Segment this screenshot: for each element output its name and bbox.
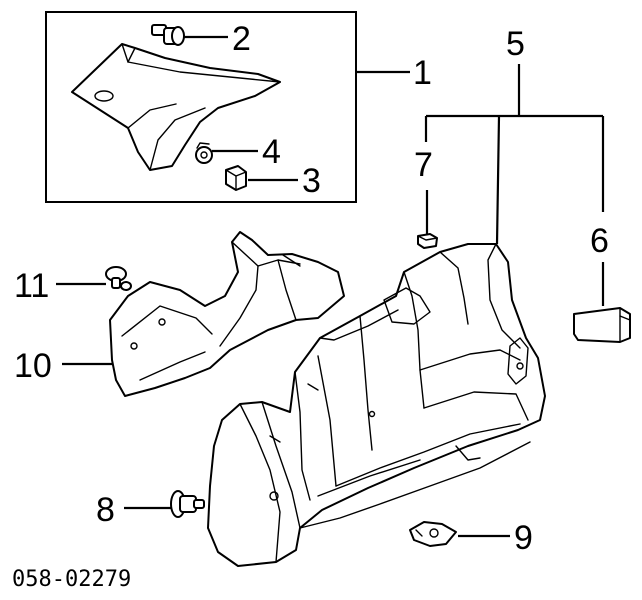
callout-1: 1	[413, 54, 432, 92]
part-6-lamp-lens	[573, 307, 631, 343]
drawing-code: 058-02279	[12, 567, 131, 592]
inset-box	[45, 11, 357, 203]
main-trunk-side-trim	[207, 243, 546, 567]
part-3-bracket	[225, 165, 247, 191]
part-11-clip	[105, 266, 132, 291]
callout-4: 4	[262, 133, 281, 171]
callout-5: 5	[506, 25, 525, 63]
part-10-quarter-trim	[109, 231, 345, 397]
callout-10: 10	[14, 347, 52, 385]
callout-9: 9	[514, 519, 533, 557]
callout-5-leaders	[424, 64, 605, 245]
callout-7: 7	[414, 146, 433, 184]
part-9-clip	[409, 521, 457, 547]
callout-11: 11	[14, 267, 49, 305]
part-1-upper-trim	[71, 43, 281, 171]
callout-3: 3	[302, 162, 321, 200]
part-4-nut	[195, 142, 213, 164]
callout-6: 6	[590, 222, 609, 260]
callout-8: 8	[96, 491, 115, 529]
part-8-clip	[170, 490, 205, 518]
callout-2: 2	[232, 20, 251, 58]
part-2-clip	[151, 24, 185, 46]
part-7-clip	[417, 233, 438, 249]
